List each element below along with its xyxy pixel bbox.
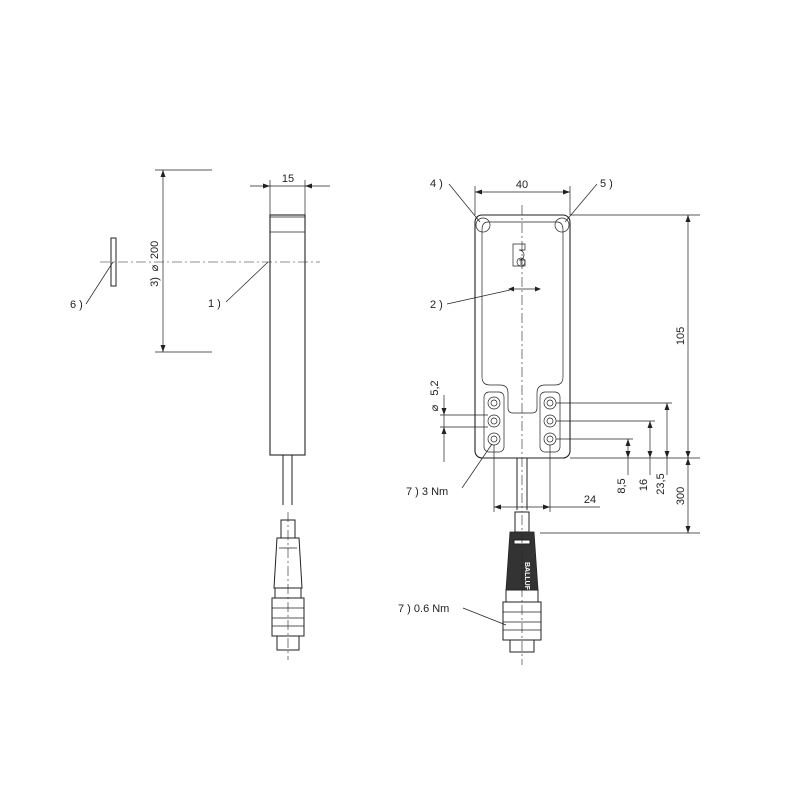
dim-105-label: 105 bbox=[675, 327, 687, 345]
callout-4-leader bbox=[448, 183, 481, 223]
dim-5-2-label: 5,2 bbox=[429, 380, 441, 395]
front-view-inner-outline bbox=[481, 221, 564, 414]
dim-16-arrow-bottom bbox=[647, 451, 653, 458]
dim-16-arrow-top bbox=[647, 421, 653, 428]
dim-40-arrow-left bbox=[475, 189, 482, 195]
side-view: 15 200 ⌀ 3) 6 ) 1 ) bbox=[70, 169, 330, 660]
dim-300-label: 300 bbox=[675, 487, 687, 505]
diameter-symbol: ⌀ bbox=[149, 264, 161, 271]
dim-5-2-arrow-bottom bbox=[441, 427, 447, 434]
dim-200-arrow-bottom bbox=[160, 345, 166, 352]
dim-15-arrow-left bbox=[263, 183, 270, 189]
corner-hole-right bbox=[554, 217, 570, 233]
dim-23-5-arrow-bottom bbox=[664, 451, 670, 458]
dim-23-5-label: 23,5 bbox=[655, 473, 667, 494]
callout-6-leader bbox=[85, 261, 114, 305]
terminal-hole-inner bbox=[490, 399, 498, 407]
callout-4: 4 ) bbox=[430, 178, 443, 190]
front-connector: BALLUFF bbox=[502, 511, 542, 665]
callout-1-leader bbox=[225, 261, 269, 303]
callout-7-3nm: 7 ) 3 Nm bbox=[406, 486, 448, 498]
dim-8-5-arrow-bottom bbox=[625, 451, 631, 458]
callout-3: 3) bbox=[149, 277, 161, 287]
terminal-hole-inner bbox=[546, 435, 554, 443]
dim-40-label: 40 bbox=[516, 179, 528, 191]
terminal-hole-inner bbox=[546, 417, 554, 425]
terminal-hole-inner bbox=[490, 417, 498, 425]
front-view: 40 4 ) 5 ) 2 ) 105 5,2 ⌀ 8,5 bbox=[398, 178, 700, 665]
dim-8-5-label: 8,5 bbox=[616, 478, 628, 493]
sensing-face-symbol bbox=[512, 243, 526, 267]
dim-8-5-arrow-top bbox=[625, 439, 631, 446]
callout-2: 2 ) bbox=[430, 299, 443, 311]
diameter-symbol-5-2: ⌀ bbox=[429, 404, 441, 411]
callout-5: 5 ) bbox=[600, 178, 613, 190]
dim-5-2-arrow-top bbox=[441, 408, 447, 415]
callout-6: 6 ) bbox=[70, 299, 83, 311]
terminal-hole bbox=[487, 396, 501, 410]
dim-105-arrow-bottom bbox=[685, 451, 691, 458]
dim-15-label: 15 bbox=[282, 173, 294, 185]
corner-hole-left bbox=[475, 217, 491, 233]
dim-105-arrow-top bbox=[685, 215, 691, 222]
dim-24-label: 24 bbox=[584, 494, 596, 506]
side-view-sensor-body bbox=[269, 214, 306, 456]
front-view-sensor-body bbox=[474, 214, 571, 459]
dim-16-label: 16 bbox=[638, 479, 650, 491]
callout-7-06nm: 7 ) 0.6 Nm bbox=[398, 603, 449, 615]
direction-arrow-right bbox=[535, 286, 541, 292]
callout-7-3nm-leader bbox=[461, 443, 493, 489]
terminal-hole bbox=[487, 414, 501, 428]
callout-1: 1 ) bbox=[208, 298, 221, 310]
dim-15-arrow-right bbox=[305, 183, 312, 189]
dim-200-label: 200 bbox=[149, 241, 161, 259]
brand-logo: BALLUFF bbox=[523, 562, 530, 595]
dim-300-arrow-bottom bbox=[685, 526, 691, 533]
callout-7-06nm-leader bbox=[462, 607, 507, 626]
side-connector bbox=[271, 512, 305, 660]
dim-23-5-arrow-top bbox=[664, 403, 670, 410]
callout-5-leader bbox=[564, 183, 598, 223]
callout-2-leader bbox=[446, 289, 511, 305]
dim-24-arrow-right bbox=[543, 504, 550, 510]
sensing-face-dot bbox=[516, 257, 526, 267]
terminal-hole-inner bbox=[546, 399, 554, 407]
dim-200-arrow-top bbox=[160, 170, 166, 177]
terminal-hole-inner bbox=[490, 435, 498, 443]
direction-arrow-left bbox=[508, 286, 514, 292]
dim-300-arrow-top bbox=[685, 458, 691, 465]
dim-24-arrow-left bbox=[494, 504, 501, 510]
dim-40-arrow-right bbox=[563, 189, 570, 195]
